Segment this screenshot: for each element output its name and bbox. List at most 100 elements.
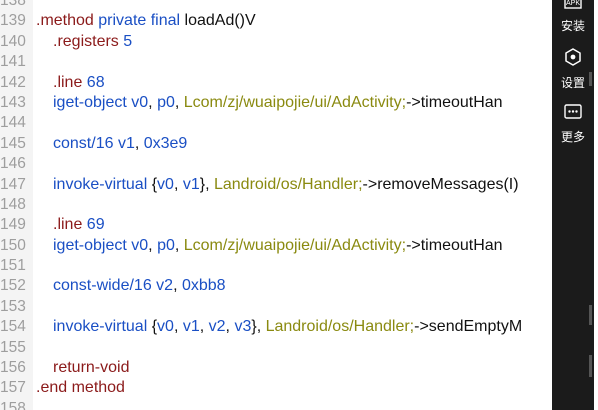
code-token: ,	[173, 318, 183, 336]
code-line[interactable]: 149.line 69	[0, 215, 552, 235]
code-line[interactable]: 154 invoke-virtual {v0, v1, v2, v3}, Land…	[0, 317, 552, 337]
code-token: Landroid/os/Handler;	[213, 175, 363, 193]
code-line[interactable]: 139.method private final loadAd()V	[0, 11, 552, 31]
line-number: 147	[0, 175, 26, 193]
code-token: {	[151, 175, 158, 193]
code-token: p0	[157, 93, 175, 111]
code-token: iget-object	[53, 236, 132, 254]
code-line[interactable]: 142 .line 68	[0, 73, 552, 93]
code-text: .end method	[36, 378, 125, 398]
code-line[interactable]: 150 iget-object v0, p0, Lcom/zj/wuaipojie…	[0, 236, 552, 256]
code-token: 69	[82, 216, 105, 234]
code-token: ->sendEmptyM	[414, 318, 523, 336]
line-number: 146	[0, 155, 26, 173]
side-toolbar: APK 安装 设置 更多	[552, 0, 594, 410]
code-token: 0x3e9	[143, 134, 188, 152]
code-token: .method	[36, 12, 94, 30]
line-number: 154	[0, 318, 26, 336]
more-label: 更多	[560, 130, 585, 144]
line-number-gutter	[0, 0, 33, 410]
line-number: 143	[0, 93, 26, 111]
line-number: 155	[0, 338, 26, 356]
code-line[interactable]: 158	[0, 399, 552, 410]
code-token: .registers	[53, 32, 119, 50]
line-number: 158	[0, 399, 26, 410]
code-line[interactable]: 141	[0, 52, 552, 72]
code-token: ,	[148, 93, 158, 111]
code-token: Lcom/zj/wuaipojie/ui/AdActivity;	[183, 93, 407, 111]
code-text: iget-object v0, p0, Lcom/zj/wuaipojie/ui…	[53, 93, 503, 113]
code-text: .method private final loadAd()V	[36, 11, 256, 31]
line-number: 153	[0, 297, 26, 315]
code-line[interactable]: 143 iget-object v0, p0, Lcom/zj/wuaipojie…	[0, 93, 552, 113]
code-token: },	[251, 318, 266, 336]
line-number: 148	[0, 195, 26, 213]
line-number: 144	[0, 114, 26, 132]
code-token: p0	[157, 236, 175, 254]
code-text: return-void	[53, 358, 129, 378]
scroll-indicator[interactable]	[589, 72, 592, 86]
code-token: private final	[93, 12, 185, 30]
code-token: const/16	[53, 134, 118, 152]
line-number: 152	[0, 277, 26, 295]
line-number: 142	[0, 73, 26, 91]
code-line[interactable]: 144	[0, 113, 552, 133]
code-token: v0	[131, 93, 149, 111]
code-line[interactable]: 157 .end method	[0, 378, 552, 398]
code-token: ->timeoutHan	[406, 236, 503, 254]
line-number: 145	[0, 134, 26, 152]
code-token: v0	[157, 318, 174, 336]
code-token: v0	[157, 175, 174, 193]
code-token: {	[151, 318, 158, 336]
line-number: 150	[0, 236, 26, 254]
code-line[interactable]: 147 invoke-virtual {v0, v1}, Landroid/os/…	[0, 175, 552, 195]
code-token: Lcom/zj/wuaipojie/ui/AdActivity;	[183, 236, 407, 254]
code-token: .end method	[36, 379, 125, 397]
code-line[interactable]: 138	[0, 0, 552, 11]
code-token: 68	[82, 73, 105, 91]
code-line[interactable]: 151	[0, 256, 552, 276]
line-number: 157	[0, 379, 26, 397]
code-text: const/16 v1, 0x3e9	[53, 134, 187, 154]
code-line[interactable]: 155	[0, 338, 552, 358]
scroll-indicator-bottom[interactable]	[589, 355, 592, 377]
code-token: ,	[173, 277, 182, 295]
code-text: iget-object v0, p0, Lcom/zj/wuaipojie/ui…	[53, 236, 503, 256]
code-token: v1	[182, 318, 200, 336]
install-label: 安装	[560, 19, 585, 33]
code-token: v1	[117, 134, 135, 152]
more-dots-icon	[564, 104, 582, 119]
code-line[interactable]: 146	[0, 154, 552, 174]
line-number: 141	[0, 53, 26, 71]
code-token: ,	[148, 236, 158, 254]
code-line[interactable]: 148	[0, 195, 552, 215]
code-token: const-wide/16	[53, 277, 157, 295]
code-token: ->timeoutHan	[406, 93, 503, 111]
settings-button[interactable]: 设置	[552, 47, 594, 91]
code-token: ,	[199, 318, 209, 336]
code-line[interactable]: 153	[0, 297, 552, 317]
code-token: v1	[182, 175, 200, 193]
code-text: .line 68	[53, 73, 105, 93]
code-token: v2	[208, 318, 226, 336]
more-button[interactable]: 更多	[552, 103, 594, 145]
code-token: ,	[174, 236, 184, 254]
line-number: 140	[0, 32, 26, 50]
code-line[interactable]: 145 const/16 v1, 0x3e9	[0, 134, 552, 154]
install-button[interactable]: APK 安装	[552, 0, 594, 34]
code-token: ,	[225, 318, 235, 336]
apk-file-icon: APK	[564, 0, 582, 9]
code-text: .registers 5	[53, 32, 132, 52]
code-token: v0	[131, 236, 149, 254]
scroll-indicator-lower[interactable]	[589, 305, 592, 325]
settings-label: 设置	[560, 76, 585, 90]
code-text: invoke-virtual {v0, v1, v2, v3}, Landroi…	[53, 317, 522, 337]
code-token: v2	[156, 277, 174, 295]
code-token: 5	[118, 32, 133, 50]
code-line[interactable]: 140 .registers 5	[0, 32, 552, 52]
code-token: return-void	[53, 359, 130, 377]
code-text: invoke-virtual {v0, v1}, Landroid/os/Han…	[53, 175, 519, 195]
